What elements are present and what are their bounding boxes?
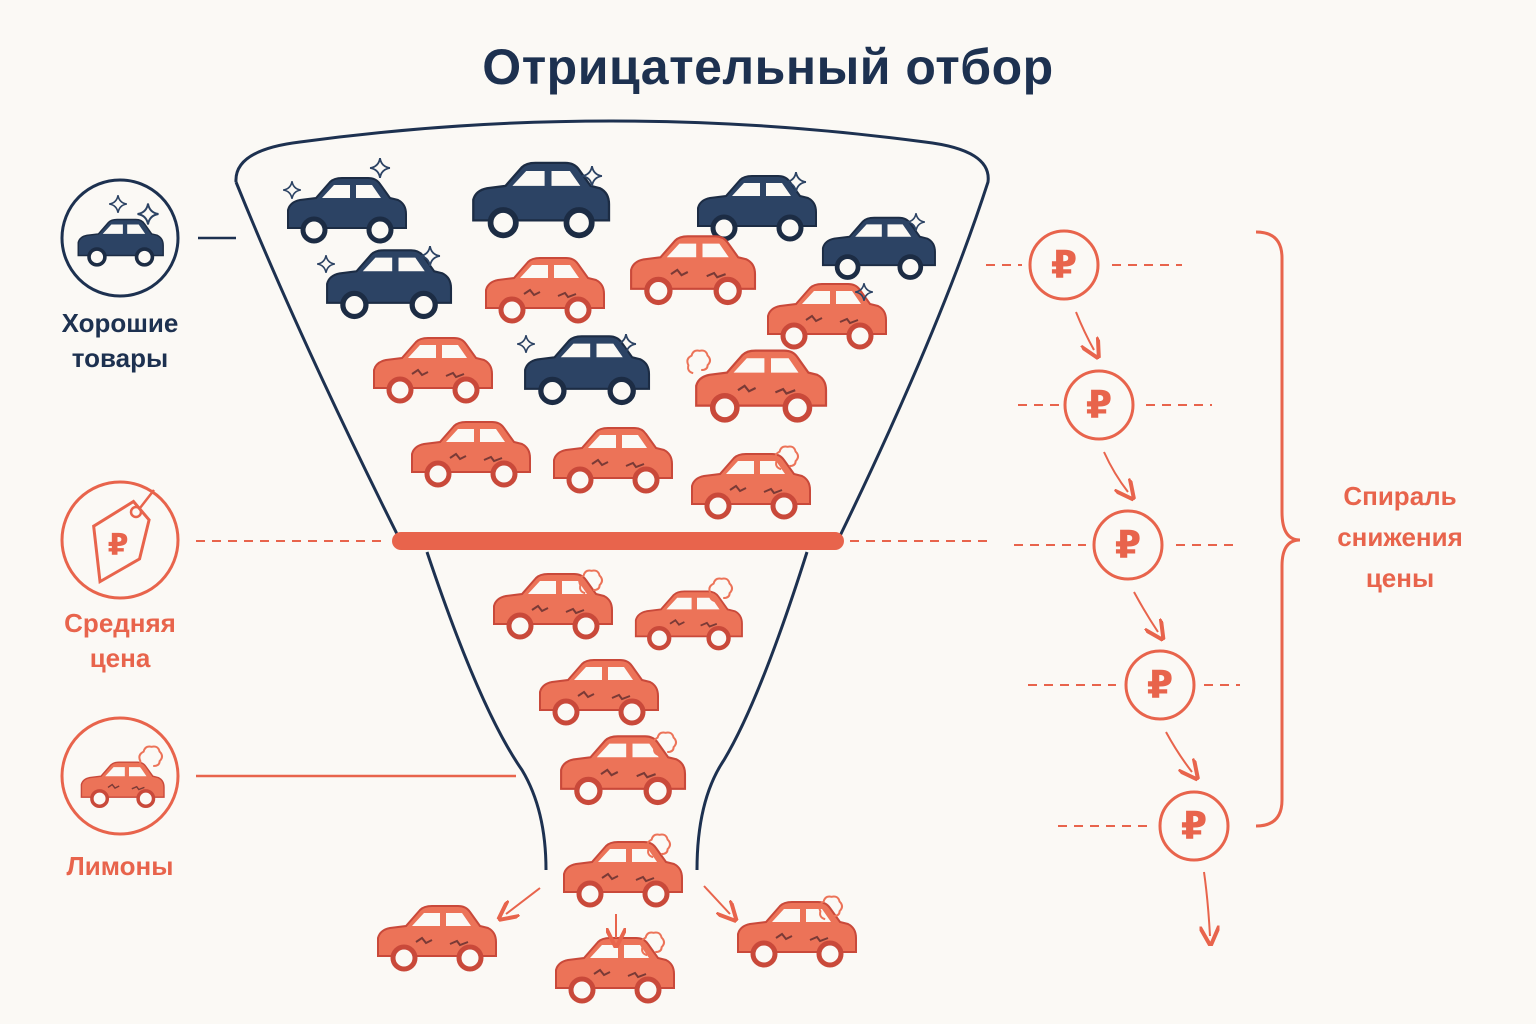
lemon-car [636, 591, 742, 648]
ruble-coin-icon [1124, 649, 1196, 721]
diagram-title: Отрицательный отбор [482, 39, 1054, 95]
lemon-car [556, 938, 674, 1001]
lemon-car [564, 842, 682, 905]
lemon-car [738, 902, 856, 965]
spiral-brace [1255, 230, 1301, 828]
lemon-car [412, 422, 530, 485]
lemons-icon [60, 716, 180, 836]
ruble-coin-icon [1158, 790, 1230, 862]
ruble-coin-icon [1028, 229, 1100, 301]
average-price-bar [392, 532, 844, 550]
lemon-car [631, 236, 755, 302]
lemon-car [561, 736, 685, 802]
lemon-car [692, 454, 810, 517]
average-price-label: Средняя цена [64, 608, 176, 673]
lemons-label: Лимоны [66, 851, 174, 881]
lemon-car [374, 338, 492, 401]
lemon-car [554, 428, 672, 491]
lemon-car [494, 574, 612, 637]
good-goods-icon [60, 178, 180, 298]
price-spiral [986, 229, 1301, 936]
good-car [288, 178, 406, 241]
funnel-bottom-cars [378, 569, 856, 1001]
price-tag-icon: ₽ [60, 480, 180, 600]
funnel [234, 119, 990, 871]
price-spiral-label: Спираль снижения цены [1337, 481, 1463, 593]
good-goods-label: Хорошие товары [61, 308, 179, 373]
lemon-car [696, 351, 826, 420]
lemon-car [378, 906, 496, 969]
ruble-coin-icon [1092, 509, 1164, 581]
svg-text:₽: ₽ [108, 528, 129, 563]
lemon-car [486, 258, 604, 321]
ruble-coin-icon [1063, 369, 1135, 441]
funnel-top-cars [282, 157, 935, 517]
lemon-car [540, 660, 658, 723]
